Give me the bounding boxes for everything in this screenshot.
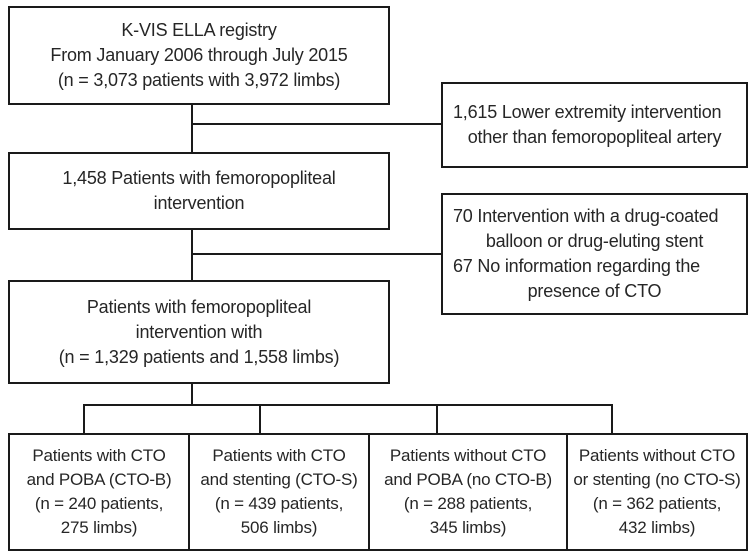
connector-stub-cto-s [259,404,261,433]
group-count: 432 limbs) [618,518,696,537]
connector-registry-down [191,105,193,152]
group-count: (n = 362 patients, [592,494,722,513]
group-count: (n = 439 patients, [214,494,344,513]
registry-period: From January 2006 through July 2015 [50,45,348,65]
connector-distribution-bar [83,404,613,406]
femoropopliteal-line: 1,458 Patients with femoropopliteal [62,168,336,188]
connector-stub-cto-b [83,404,85,433]
group-line: Patients with CTO [32,446,166,465]
group-line: Patients without CTO [578,446,736,465]
connector-femoro-down [191,230,193,280]
exclusion-line: 67 No information regarding the [453,256,700,276]
group-line: Patients without CTO [389,446,547,465]
box-exclusion-lower-extremity: 1,615 Lower extremity intervention other… [441,82,748,168]
group-line: or stenting (no CTO-S) [573,470,741,489]
exclusion-line: other than femoropopliteal artery [467,127,722,147]
box-group-no-cto-b: Patients without CTO and POBA (no CTO-B)… [368,433,568,551]
group-count: 506 limbs) [240,518,318,537]
connector-stub-no-cto-s [611,404,613,433]
group-line: Patients with CTO [212,446,346,465]
box-group-cto-s: Patients with CTO and stenting (CTO-S) (… [188,433,370,551]
registry-title: K-VIS ELLA registry [121,20,277,40]
connector-cohort-down [191,384,193,406]
femoropopliteal-line: intervention [153,193,245,213]
box-group-cto-b: Patients with CTO and POBA (CTO-B) (n = … [8,433,190,551]
group-count: 275 limbs) [60,518,138,537]
connector-branch-exclusion-mid [191,253,441,255]
box-group-no-cto-s: Patients without CTO or stenting (no CTO… [566,433,748,551]
group-line: and POBA (CTO-B) [26,470,172,489]
box-exclusion-drug-cto: 70 Intervention with a drug-coated ballo… [441,193,748,315]
box-cohort: Patients with femoropopliteal interventi… [8,280,390,384]
exclusion-line: presence of CTO [527,281,662,301]
cohort-line: Patients with femoropopliteal [86,296,312,317]
registry-count: (n = 3,073 patients with 3,972 limbs) [57,70,341,90]
group-count: 345 limbs) [429,518,507,537]
box-registry: K-VIS ELLA registry From January 2006 th… [8,6,390,105]
group-line: and POBA (no CTO-B) [384,470,552,489]
box-femoropopliteal: 1,458 Patients with femoropopliteal inte… [8,152,390,230]
exclusion-line: 1,615 Lower extremity intervention [453,102,722,122]
connector-stub-no-cto-b [436,404,438,433]
cohort-line: intervention with [135,321,263,342]
exclusion-line: 70 Intervention with a drug-coated [453,206,719,226]
group-count: (n = 288 patients, [403,494,533,513]
connector-branch-exclusion-top [191,123,441,125]
group-line: and stenting (CTO-S) [200,470,358,489]
exclusion-line: balloon or drug-eluting stent [485,231,704,251]
group-count: (n = 240 patients, [34,494,164,513]
cohort-count: (n = 1,329 patients and 1,558 limbs) [58,346,340,367]
